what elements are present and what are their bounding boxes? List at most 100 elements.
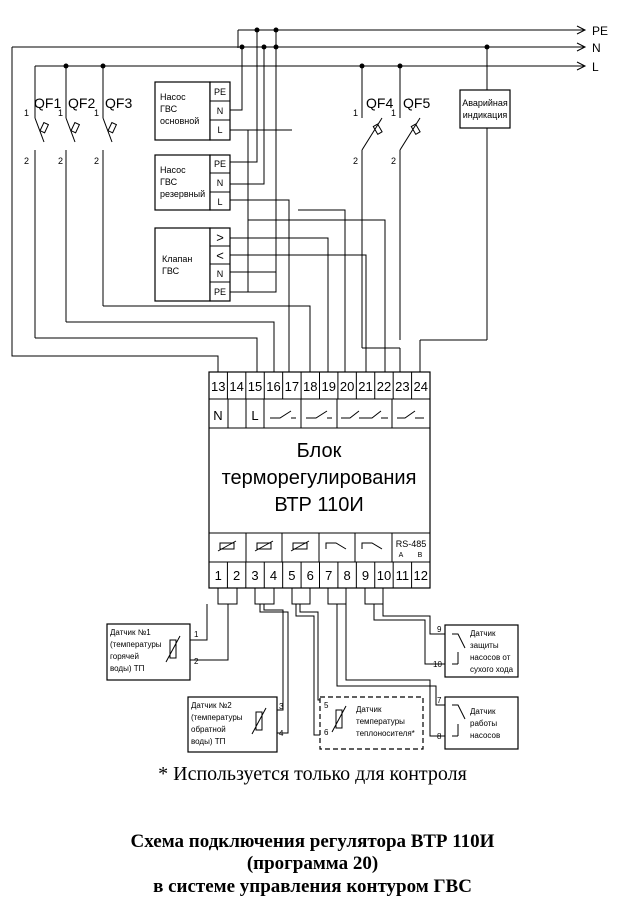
bottom-terminal-7: 7 bbox=[325, 568, 332, 583]
svg-text:4: 4 bbox=[279, 729, 284, 738]
bus-label-l: L bbox=[592, 60, 599, 74]
rs485-label: RS-485 bbox=[396, 539, 427, 549]
svg-text:работы: работы bbox=[470, 719, 497, 728]
svg-text:<: < bbox=[216, 248, 224, 263]
svg-text:N: N bbox=[217, 178, 224, 188]
caption-line-3: в системе управления контуром ГВС bbox=[153, 876, 472, 897]
sensor-input-icons bbox=[217, 540, 310, 552]
qf3-label: QF3 bbox=[105, 95, 132, 111]
svg-text:2: 2 bbox=[353, 156, 358, 166]
valve-box: Клапан ГВС > < N PE bbox=[154, 227, 231, 302]
svg-text:теплоносителя*: теплоносителя* bbox=[356, 729, 415, 738]
svg-text:7: 7 bbox=[437, 696, 442, 705]
bottom-terminal-5: 5 bbox=[288, 568, 295, 583]
svg-text:8: 8 bbox=[437, 732, 442, 741]
qf2-label: QF2 bbox=[68, 95, 95, 111]
top-terminal-22: 22 bbox=[377, 379, 391, 394]
sensor-3-box: 5 6 Датчик температуры теплоносителя* bbox=[319, 696, 424, 750]
block-title-line2: терморегулирования bbox=[222, 467, 417, 489]
qf5-label: QF5 bbox=[403, 95, 430, 111]
svg-text:(температуры: (температуры bbox=[110, 640, 162, 649]
svg-text:2: 2 bbox=[194, 657, 199, 666]
qf1-label: QF1 bbox=[34, 95, 61, 111]
terminal-n-label: N bbox=[213, 408, 222, 423]
top-terminal-16: 16 bbox=[266, 379, 280, 394]
svg-text:индикация: индикация bbox=[463, 110, 508, 120]
svg-text:2: 2 bbox=[58, 156, 63, 166]
svg-text:Насос: Насос bbox=[160, 92, 186, 102]
svg-text:L: L bbox=[217, 197, 222, 207]
svg-text:1: 1 bbox=[391, 108, 396, 118]
svg-text:защиты: защиты bbox=[470, 641, 499, 650]
svg-text:N: N bbox=[217, 269, 224, 279]
sensor-2-box: Датчик №2 (температуры обратной воды) ТП… bbox=[187, 696, 284, 753]
svg-text:2: 2 bbox=[24, 156, 29, 166]
svg-text:PE: PE bbox=[214, 87, 226, 97]
svg-text:B: B bbox=[418, 552, 423, 559]
svg-text:воды) ТП: воды) ТП bbox=[110, 664, 145, 673]
svg-text:>: > bbox=[216, 230, 224, 245]
breaker-qf4: QF4 1 2 bbox=[353, 66, 401, 372]
device-wires bbox=[11, 30, 386, 372]
top-terminal-15: 15 bbox=[248, 379, 262, 394]
top-terminal-13: 13 bbox=[211, 379, 225, 394]
breaker-qf2: QF2 1 2 bbox=[58, 66, 95, 322]
top-terminal-19: 19 bbox=[321, 379, 335, 394]
svg-text:9: 9 bbox=[437, 625, 442, 634]
svg-text:Датчик: Датчик bbox=[470, 707, 496, 716]
svg-text:Насос: Насос bbox=[160, 165, 186, 175]
bottom-terminal-8: 8 bbox=[344, 568, 351, 583]
svg-text:ГВС: ГВС bbox=[160, 177, 178, 187]
svg-text:Клапан: Клапан bbox=[162, 254, 192, 264]
alarm-indication-box: Аварийная индикация bbox=[419, 47, 511, 372]
svg-text:PE: PE bbox=[214, 287, 226, 297]
svg-text:1: 1 bbox=[24, 108, 29, 118]
svg-text:(температуры: (температуры bbox=[191, 713, 243, 722]
bottom-terminal-1: 1 bbox=[215, 568, 222, 583]
svg-text:6: 6 bbox=[324, 728, 329, 737]
pump-main-box: Насос ГВС основной PE N L bbox=[154, 81, 231, 141]
svg-text:5: 5 bbox=[324, 701, 329, 710]
svg-text:PE: PE bbox=[214, 159, 226, 169]
svg-text:обратной: обратной bbox=[191, 725, 226, 734]
top-terminal-23: 23 bbox=[395, 379, 409, 394]
svg-text:резервный: резервный bbox=[160, 189, 205, 199]
pump-reserve-box: Насос ГВС резервный PE N L bbox=[154, 154, 231, 211]
relay-contact-icons bbox=[270, 410, 424, 419]
svg-text:насосов: насосов bbox=[470, 731, 500, 740]
svg-text:основной: основной bbox=[160, 116, 199, 126]
breaker-qf5: QF5 1 2 bbox=[391, 66, 430, 340]
svg-text:сухого хода: сухого хода bbox=[470, 665, 514, 674]
digital-input-icons bbox=[325, 542, 383, 550]
svg-text:насосов от: насосов от bbox=[470, 653, 511, 662]
svg-text:воды) ТП: воды) ТП bbox=[191, 737, 226, 746]
svg-text:1: 1 bbox=[58, 108, 63, 118]
block-title-line1: Блок bbox=[297, 440, 342, 462]
svg-text:горячей: горячей bbox=[110, 652, 139, 661]
bus-label-n: N bbox=[592, 41, 601, 55]
svg-text:1: 1 bbox=[353, 108, 358, 118]
bottom-terminal-3: 3 bbox=[251, 568, 258, 583]
breaker-qf3: QF3 1 2 bbox=[94, 66, 132, 306]
top-terminal-21: 21 bbox=[358, 379, 372, 394]
top-terminal-18: 18 bbox=[303, 379, 317, 394]
svg-text:A: A bbox=[399, 552, 404, 559]
top-terminal-14: 14 bbox=[229, 379, 243, 394]
supply-bus: PE N L bbox=[12, 24, 608, 74]
svg-text:10: 10 bbox=[433, 660, 442, 669]
svg-text:L: L bbox=[217, 125, 222, 135]
svg-text:Датчик №1: Датчик №1 bbox=[110, 628, 151, 637]
svg-text:ГВС: ГВС bbox=[160, 104, 178, 114]
sensor-5-box: 7 8 Датчик работы насосов bbox=[437, 696, 519, 750]
top-terminal-17: 17 bbox=[285, 379, 299, 394]
svg-text:Датчик №2: Датчик №2 bbox=[191, 701, 232, 710]
sensor-1-box: Датчик №1 (температуры горячей воды) ТП … bbox=[106, 623, 199, 681]
svg-text:Аварийная: Аварийная bbox=[462, 98, 508, 108]
top-terminal-24: 24 bbox=[414, 379, 428, 394]
qf4-label: QF4 bbox=[366, 95, 393, 111]
bottom-terminal-10: 10 bbox=[377, 568, 391, 583]
bottom-terminal-6: 6 bbox=[307, 568, 314, 583]
svg-text:1: 1 bbox=[94, 108, 99, 118]
